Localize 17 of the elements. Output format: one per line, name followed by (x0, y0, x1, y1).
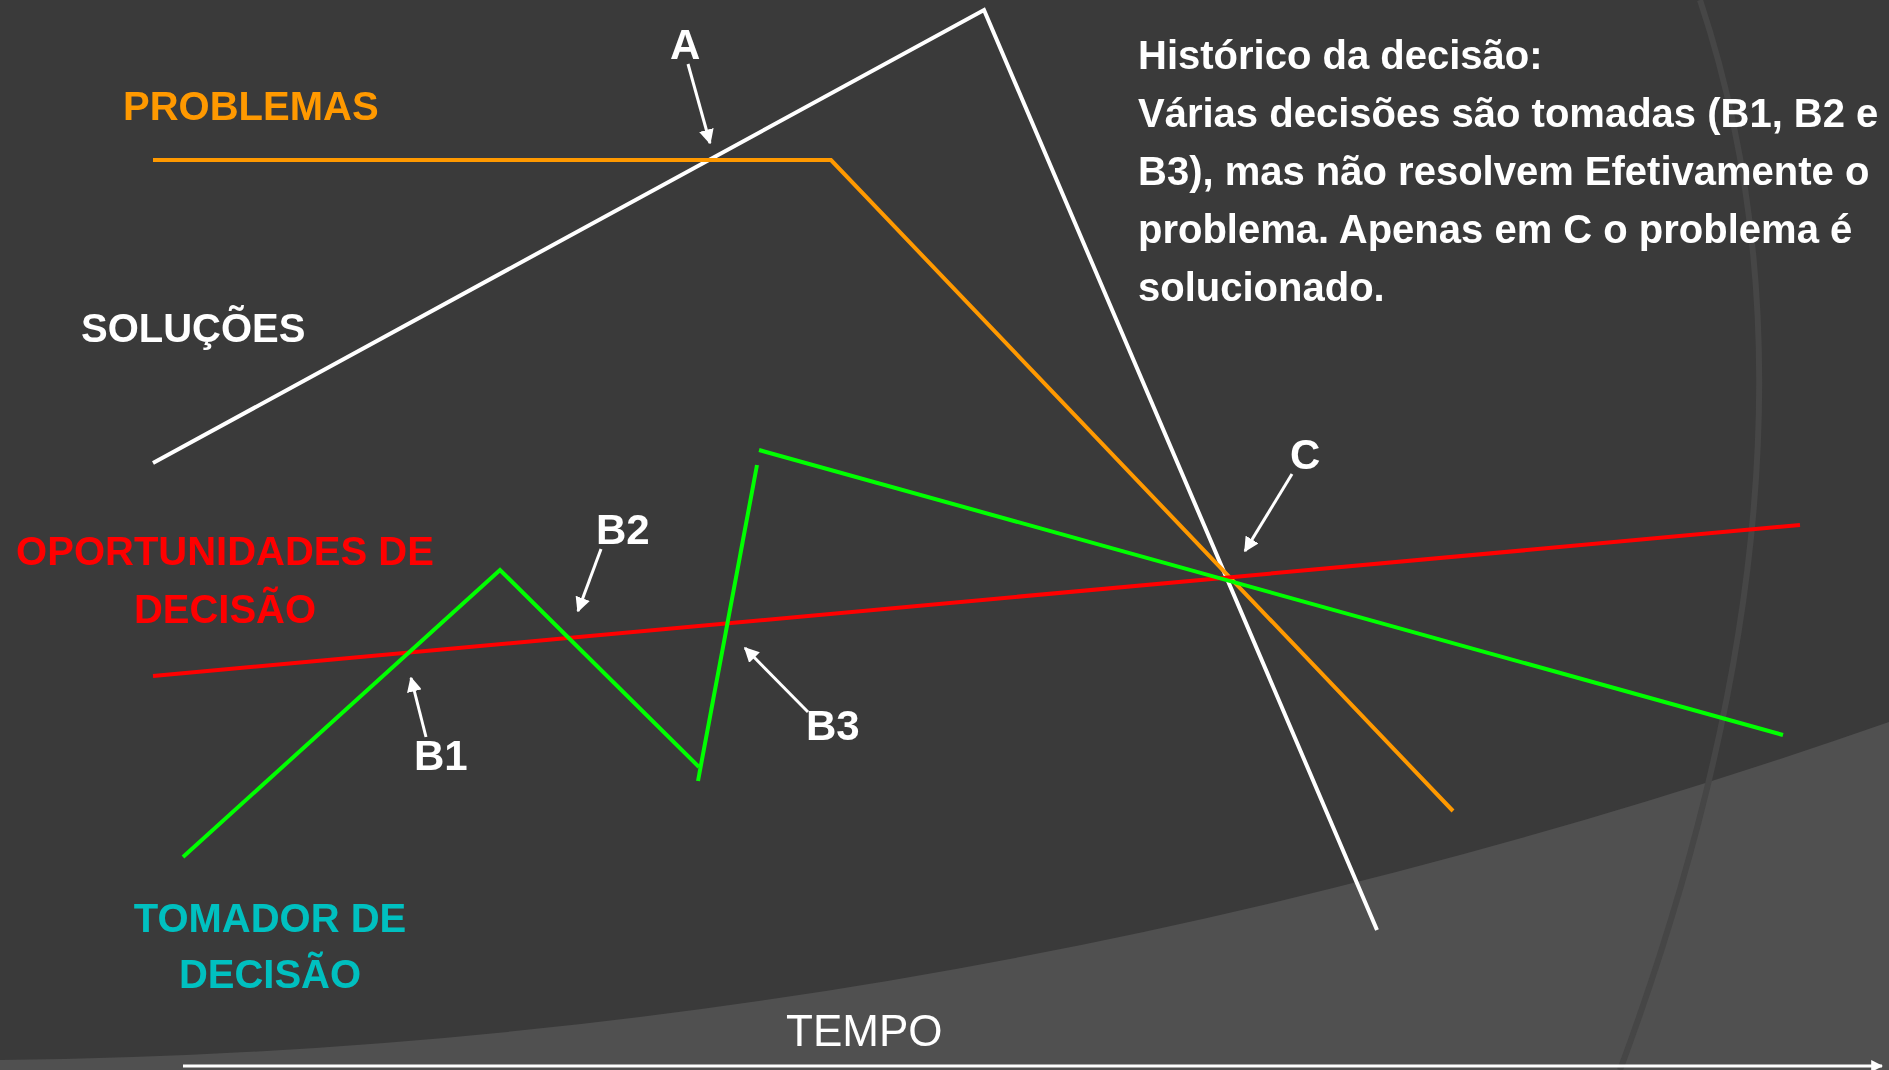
heading: Histórico da decisão: (1138, 32, 1544, 79)
leader-line (575, 548, 603, 613)
callout-letter: B3 (806, 705, 860, 747)
callout-letter: C (1290, 434, 1321, 476)
leader-line (743, 646, 810, 714)
leader-line (1243, 473, 1294, 553)
callout-letter: B2 (596, 509, 650, 551)
series-label: OPORTUNIDADES DE DECISÃO (15, 528, 435, 633)
series-label: TOMADOR DE DECISÃO (132, 895, 408, 998)
leader-line (407, 676, 428, 738)
callout-letter: B1 (414, 735, 468, 777)
series-label: PROBLEMAS (123, 83, 380, 130)
leader-line (686, 63, 714, 145)
axis-label: TEMPO (786, 1005, 944, 1057)
series-label: SOLUÇÕES (81, 304, 307, 352)
callout-letter: A (670, 24, 701, 66)
description-text: Várias decisões são tomadas (B1, B2 e B3), mas não resolvem Efetivamente o problema. Apenas em C o problema é solucionado. (1138, 90, 1880, 311)
